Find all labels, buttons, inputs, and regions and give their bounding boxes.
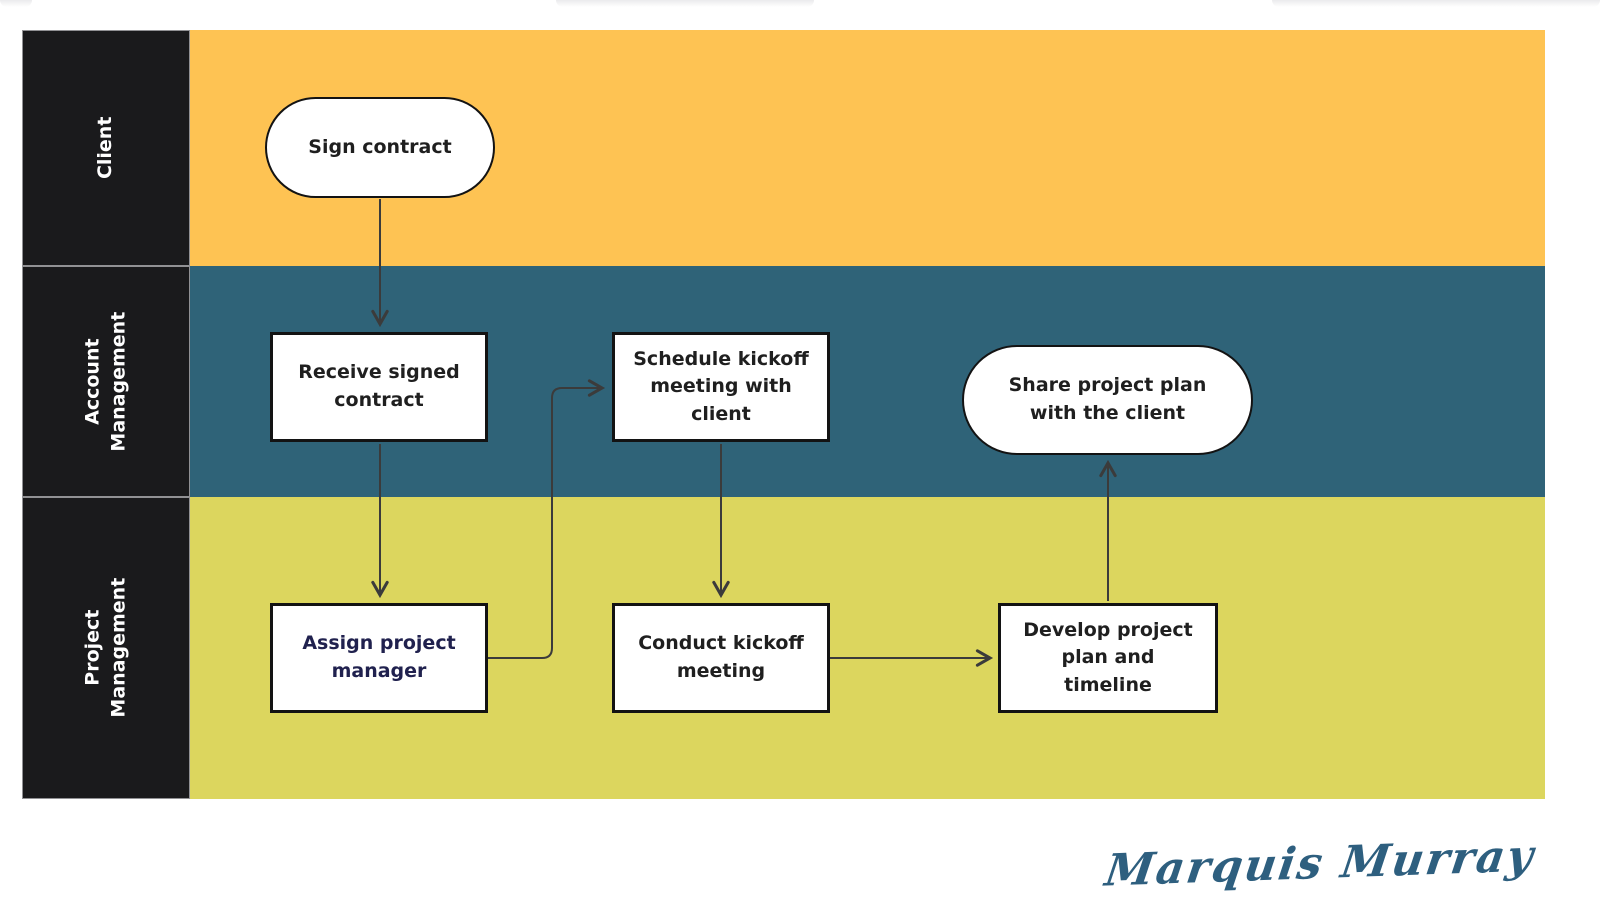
lane-label: Client bbox=[94, 116, 117, 180]
lane-label: Project Management bbox=[81, 578, 129, 718]
lane-header-account-management: Account Management bbox=[22, 266, 190, 497]
node-share-project-plan: Share project plan with the client bbox=[962, 345, 1253, 455]
top-edge-artifact bbox=[556, 0, 814, 7]
lane-header-client: Client bbox=[22, 30, 190, 266]
node-assign-project-manager: Assign project manager bbox=[270, 603, 488, 713]
lane-label: Account Management bbox=[81, 311, 129, 452]
node-conduct-kickoff-meeting: Conduct kickoff meeting bbox=[612, 603, 830, 713]
lane-header-project-management: Project Management bbox=[22, 497, 190, 799]
top-edge-artifact bbox=[1272, 0, 1600, 7]
top-edge-artifact bbox=[0, 0, 32, 7]
node-receive-signed-contract: Receive signed contract bbox=[270, 332, 488, 442]
node-schedule-kickoff-meeting: Schedule kickoff meeting with client bbox=[612, 332, 830, 442]
node-develop-project-plan: Develop project plan and timeline bbox=[998, 603, 1218, 713]
signature-marquis-murray: Marquis Murray bbox=[1101, 830, 1539, 897]
node-sign-contract: Sign contract bbox=[265, 97, 495, 198]
